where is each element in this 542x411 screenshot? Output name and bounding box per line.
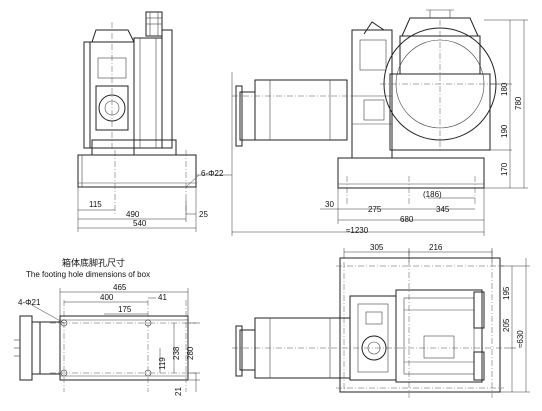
top-dim-195: 195	[502, 286, 511, 300]
front-view	[231, 9, 528, 236]
front-dim-186: (186)	[423, 190, 442, 199]
front-dim-680: 680	[400, 215, 414, 224]
footing-dim-400: 400	[100, 293, 114, 302]
front-dim-190: 190	[500, 124, 509, 138]
front-dim-1230: ≈1230	[346, 226, 369, 235]
top-dim-205: 205	[502, 318, 511, 332]
front-dim-780: 780	[514, 96, 523, 110]
caption-zh: 箱体底脚孔尺寸	[62, 257, 125, 269]
footing-dim-119: 119	[158, 357, 167, 370]
side-dim-490: 490	[126, 210, 140, 219]
front-dim-275: 275	[368, 205, 382, 214]
footing-dim-175: 175	[118, 305, 132, 314]
top-dim-216: 216	[429, 243, 443, 252]
side-dim-25: 25	[199, 210, 208, 219]
front-dim-30: 30	[325, 200, 334, 209]
footing-holes: 4-Φ21	[18, 298, 41, 307]
footing-dim-21: 21	[174, 387, 183, 396]
top-dim-630: ≈630	[516, 330, 525, 348]
front-dim-345: 345	[436, 205, 450, 214]
footing-dim-465: 465	[113, 283, 127, 292]
caption-en: The footing hole dimensions of box	[26, 270, 150, 279]
front-dim-170: 170	[500, 162, 509, 176]
side-foot-holes: 6-Φ22	[201, 169, 224, 178]
front-dim-180: 180	[500, 82, 509, 96]
footing-dim-238: 238	[172, 346, 181, 360]
footing-dim-280: 280	[186, 346, 195, 360]
footing-dim-41: 41	[158, 293, 167, 302]
side-dim-115: 115	[89, 200, 102, 209]
top-dim-305: 305	[370, 243, 384, 252]
side-dim-540: 540	[133, 219, 147, 228]
footing-view	[14, 288, 200, 392]
top-view	[232, 248, 530, 398]
side-view	[77, 11, 232, 232]
